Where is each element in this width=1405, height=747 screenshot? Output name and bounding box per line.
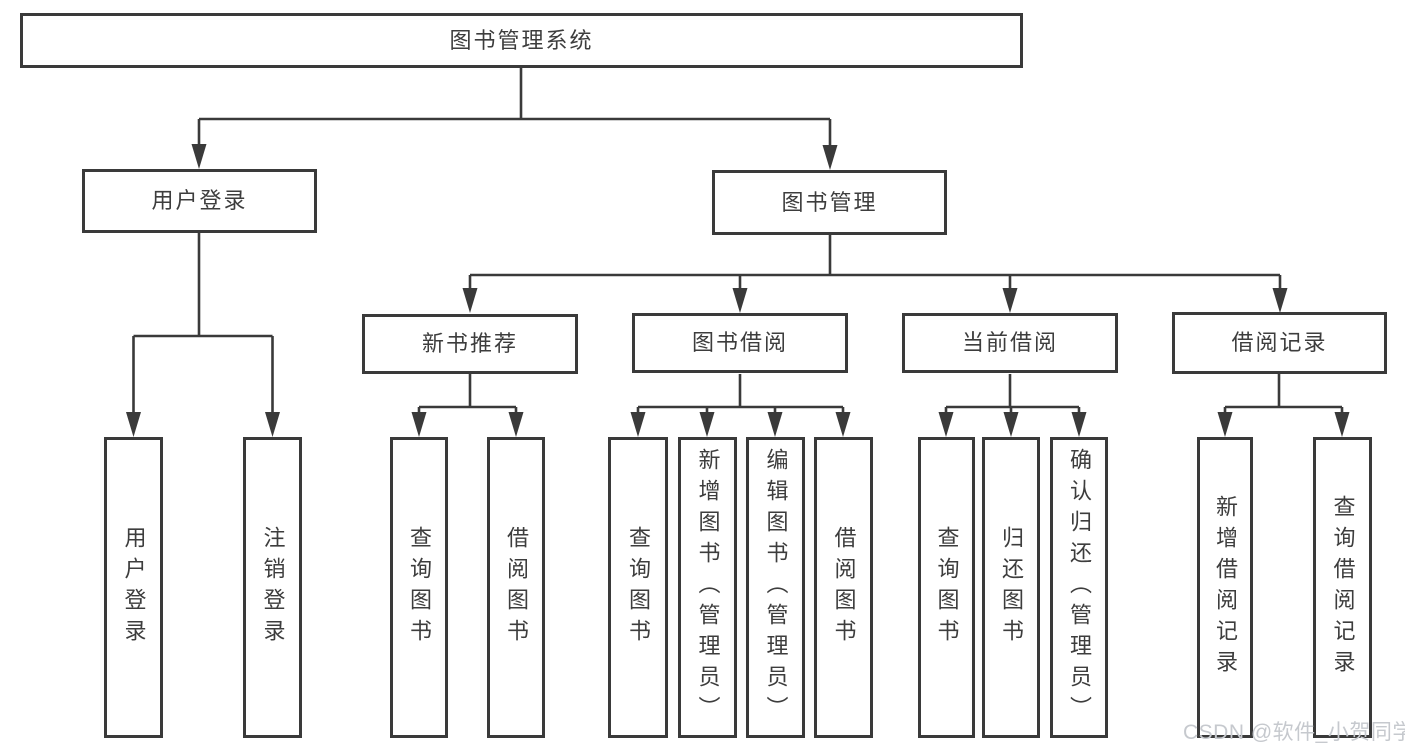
leaf-query-book-borrow: 查询图书 (608, 437, 668, 738)
connector-bookmgmt-to-modules (468, 235, 1282, 306)
leaf-add-borrow-record: 新增借阅记录 (1197, 437, 1253, 738)
arrowheads (126, 144, 1350, 437)
leaf-add-book-admin: 新增图书（管理员） (678, 437, 737, 738)
leaf-user-login: 用户登录 (104, 437, 163, 738)
leaf-logout-login: 注销登录 (243, 437, 302, 738)
node-new-book-recommend: 新书推荐 (362, 314, 578, 374)
connector-recommend-to-leaves (417, 374, 518, 430)
leaf-borrow-book: 借阅图书 (814, 437, 873, 738)
node-user-login: 用户登录 (82, 169, 317, 233)
node-book-borrow: 图书借阅 (632, 313, 848, 373)
leaf-edit-book-admin: 编辑图书（管理员） (746, 437, 805, 738)
leaf-return-book: 归还图书 (982, 437, 1040, 738)
node-book-management: 图书管理 (712, 170, 947, 235)
leaf-query-book-current: 查询图书 (918, 437, 975, 738)
leaf-query-book-recommend: 查询图书 (390, 437, 448, 738)
leaf-borrow-book-recommend: 借阅图书 (487, 437, 545, 738)
connector-root-to-branches (197, 68, 832, 163)
csdn-watermark: CSDN @软件_小贺同学 (1183, 721, 1405, 744)
connector-userlogin-to-leaves (132, 233, 274, 430)
leaf-confirm-return-admin: 确认归还（管理员） (1050, 437, 1108, 738)
leaf-query-borrow-record: 查询借阅记录 (1313, 437, 1372, 738)
connector-record-to-leaves (1223, 374, 1344, 430)
node-current-borrow: 当前借阅 (902, 313, 1118, 373)
connector-borrow-to-leaves (636, 374, 845, 430)
node-borrow-record: 借阅记录 (1172, 312, 1387, 374)
node-root-system: 图书管理系统 (20, 13, 1023, 68)
